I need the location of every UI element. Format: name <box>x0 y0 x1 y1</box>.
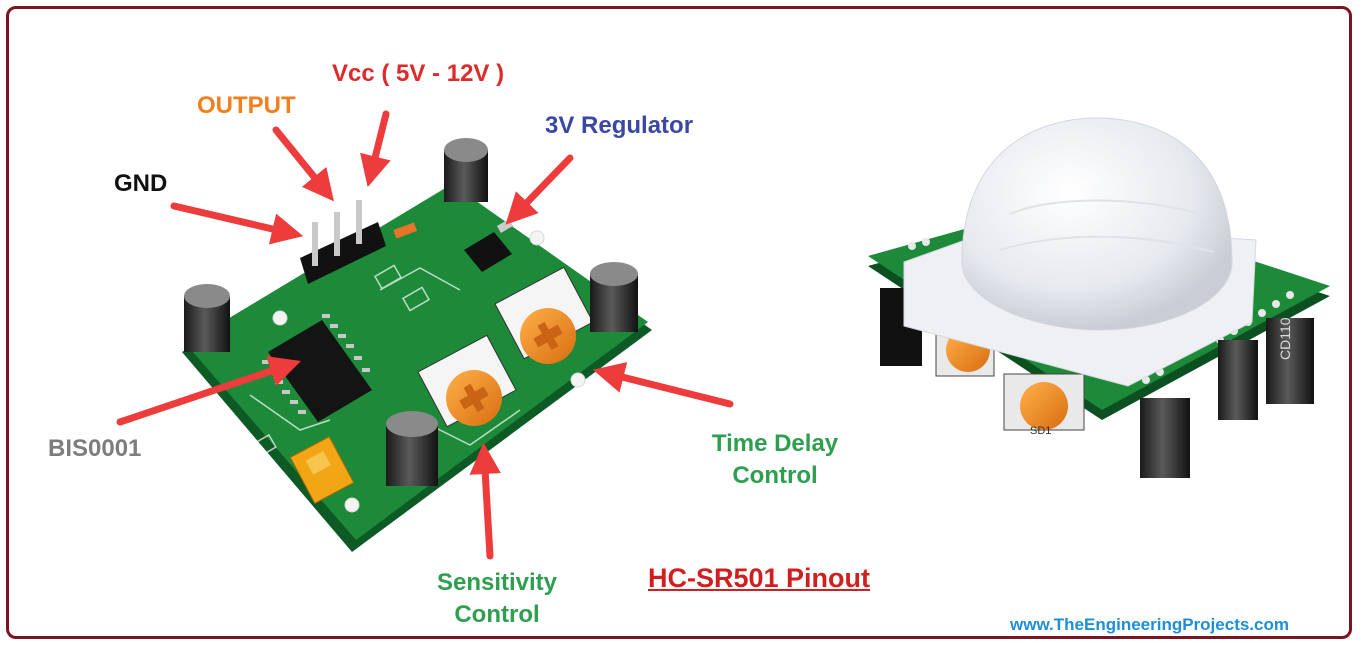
arrow-bis <box>116 356 301 426</box>
cap-marking: CD110 <box>1277 317 1293 360</box>
label-time-delay-line1: Time Delay <box>711 430 839 457</box>
website-watermark: www.TheEngineeringProjects.com <box>1010 615 1289 634</box>
header-pins <box>300 200 386 284</box>
label-sensitivity: Sensitivity Control <box>412 567 582 631</box>
capacitors <box>184 138 638 486</box>
label-time-delay-line2: Control <box>732 462 818 489</box>
image-frame <box>6 6 1352 639</box>
pot-marking: SD1 <box>1030 425 1051 437</box>
label-sensitivity-line2: Control <box>454 601 540 628</box>
right-pir-module: SD1 CD110 <box>868 117 1330 478</box>
arrow-output <box>272 126 334 202</box>
jumper <box>289 436 355 504</box>
label-gnd: GND <box>114 170 168 197</box>
arrow-time-delay <box>592 362 734 408</box>
label-bis0001: BIS0001 <box>48 435 142 462</box>
arrow-vcc <box>360 110 391 188</box>
arrow-gnd <box>170 202 304 245</box>
pointer-arrows <box>116 110 734 560</box>
diagram-title: HC-SR501 Pinout <box>648 563 871 593</box>
label-regulator: 3V Regulator <box>545 112 694 139</box>
label-time-delay: Time Delay Control <box>690 428 860 492</box>
arrow-regulator <box>505 154 574 225</box>
arrow-sensitivity <box>469 442 501 560</box>
label-vcc: Vcc ( 5V - 12V ) <box>332 60 505 87</box>
label-output: OUTPUT <box>197 92 296 119</box>
left-pir-board <box>182 138 652 552</box>
time-delay-pot <box>494 266 594 364</box>
label-sensitivity-line1: Sensitivity <box>436 569 558 596</box>
sensitivity-pot <box>417 334 517 428</box>
